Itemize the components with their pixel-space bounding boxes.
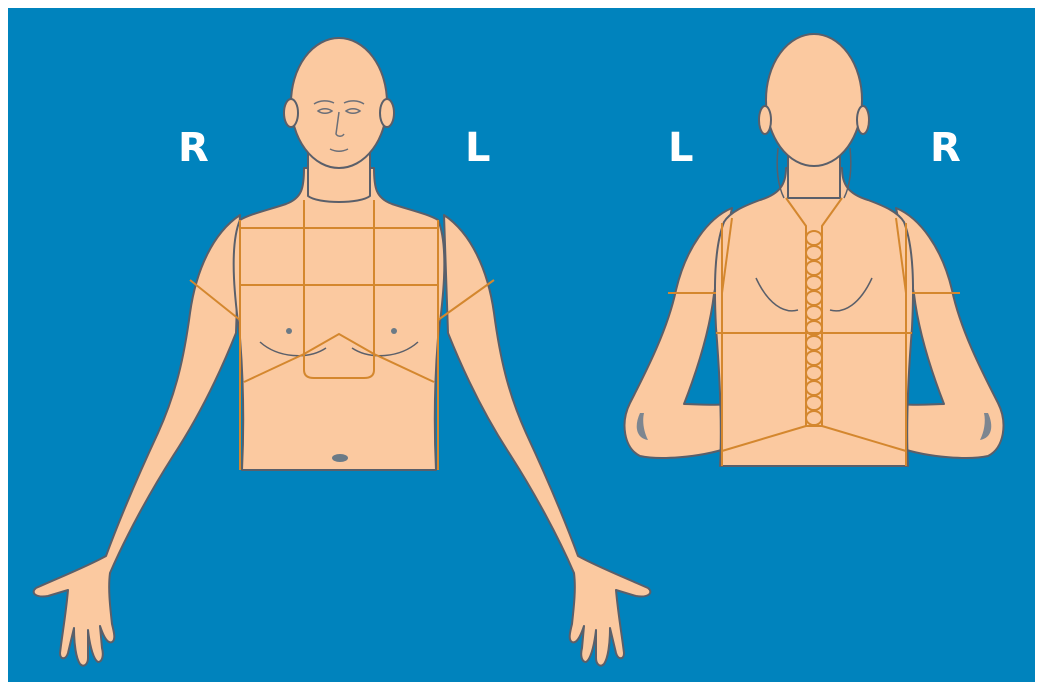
front-head [291,38,387,168]
front-right-side-label: R [178,128,209,168]
back-head [766,34,862,166]
back-ear-right [857,106,869,134]
back-left-side-label: L [668,128,694,168]
body-diagram [8,8,1035,682]
front-ear-left [380,99,394,127]
front-ear-right [284,99,298,127]
front-figure [34,38,651,666]
back-ear-left [759,106,771,134]
navel [332,454,348,462]
back-torso [715,168,913,466]
diagram-canvas: R L L R [8,8,1035,682]
back-right-side-label: R [930,128,961,168]
front-torso [234,168,445,470]
back-figure [625,34,1004,466]
front-right-arm [34,215,240,666]
nipple-left [391,328,397,334]
nipple-right [286,328,292,334]
front-left-side-label: L [465,128,491,168]
front-left-arm [444,215,650,666]
